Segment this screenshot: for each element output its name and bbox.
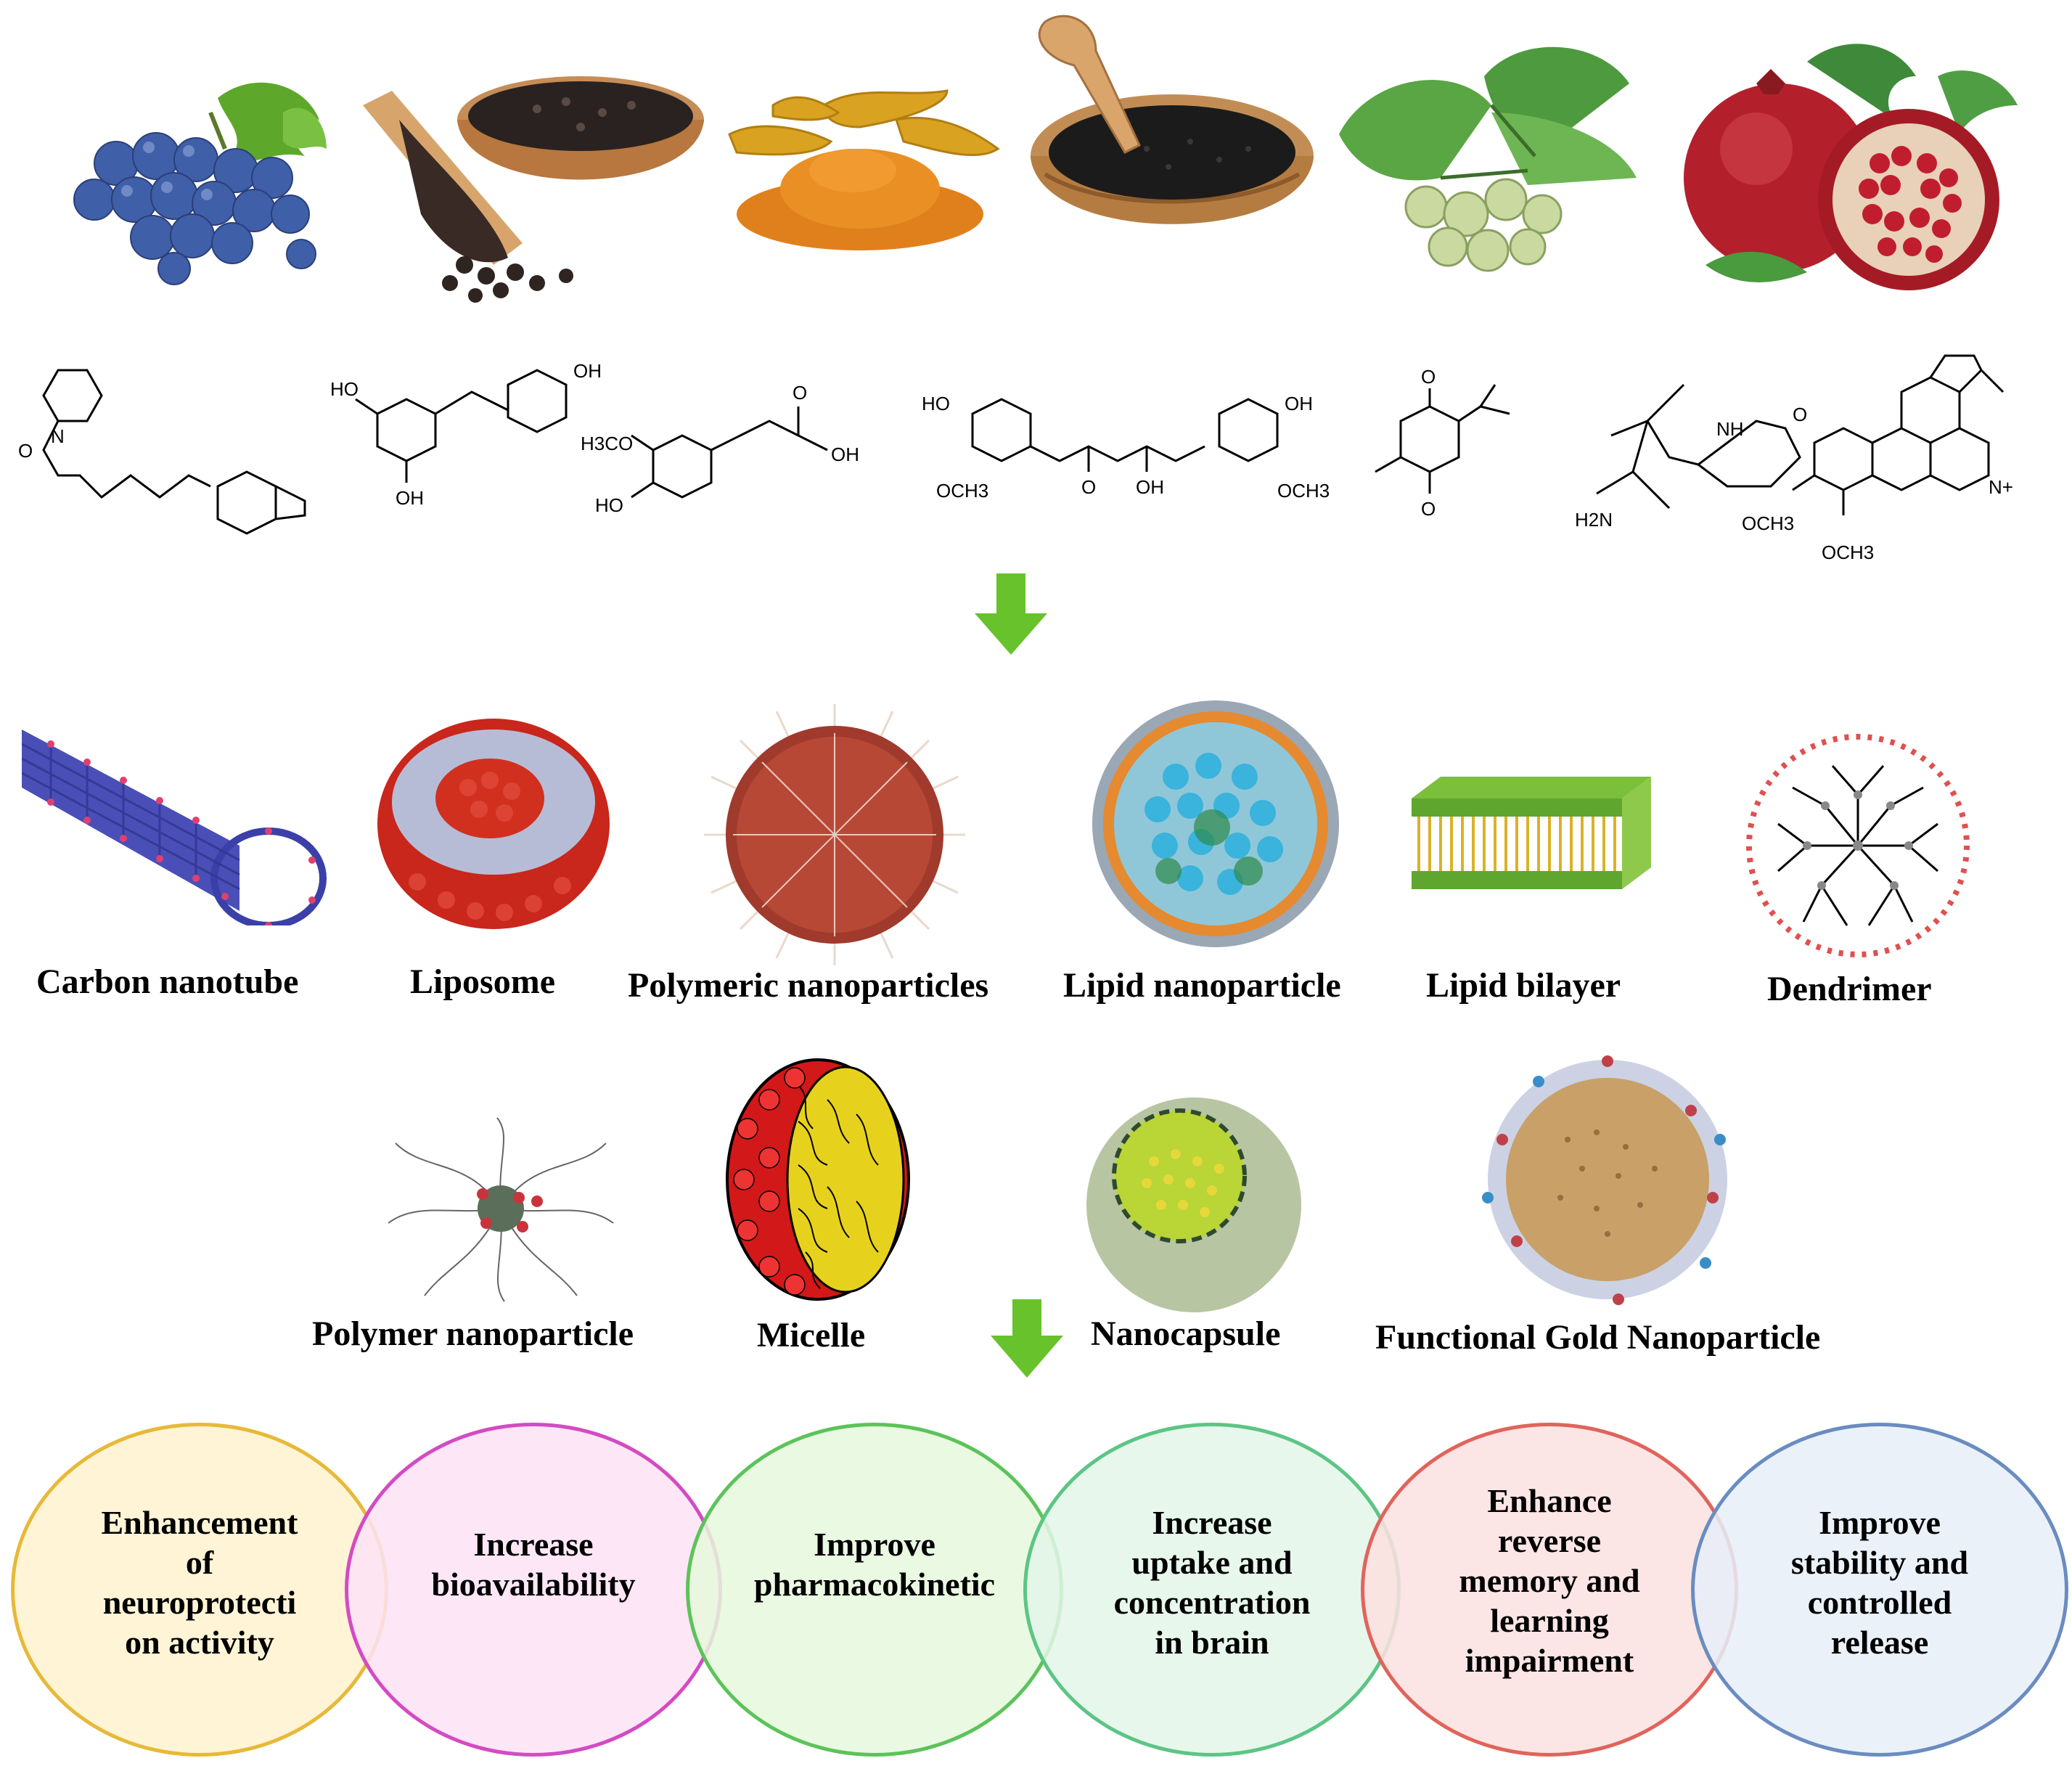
- black-pepper-image: [363, 76, 704, 303]
- liposome-image: [377, 719, 610, 929]
- curcumin-o-label: O: [1081, 476, 1096, 498]
- liposome-label: Liposome: [410, 962, 556, 1001]
- resveratrol-structure: [355, 369, 568, 483]
- piperine-structure: [42, 369, 306, 535]
- carbon-nanotube-image: [22, 729, 327, 925]
- huperzine-h2n-label: H2N: [1575, 509, 1613, 531]
- polymeric-nanoparticles-label: Polymeric nanoparticles: [628, 966, 989, 1005]
- curcumin-och3-right-label: OCH3: [1277, 480, 1330, 502]
- micelle-label: Micelle: [757, 1316, 866, 1354]
- outcome-circle-stability: [1691, 1423, 2068, 1757]
- polymeric-nanoparticles-image: [704, 704, 965, 965]
- lipid-nanoparticle-label: Lipid nanoparticle: [1063, 966, 1341, 1005]
- outcome-text-brain-uptake: Increase uptake and concentration in bra…: [1113, 1504, 1311, 1661]
- curcumin-oh-mid-label: OH: [1136, 476, 1164, 498]
- lipid-nanoparticle-image: [1092, 700, 1339, 947]
- outcome-circles: Enhancement of neuroprotecti on activity…: [0, 1408, 2072, 1774]
- outcome-text-memory: Enhance reverse memory and learning impa…: [1459, 1482, 1640, 1679]
- berberine-n-label: N+: [1989, 476, 2013, 498]
- curcumin-ho-label: HO: [922, 393, 950, 414]
- polymer-nanoparticle-image: [388, 1117, 614, 1302]
- functional-gold-nanoparticle-label: Functional Gold Nanoparticle: [1375, 1318, 1821, 1357]
- berberine-och3-b-label: OCH3: [1822, 541, 1874, 563]
- thymoquinone-o-top-label: O: [1421, 366, 1436, 388]
- down-arrow-icon: [975, 573, 1047, 655]
- lipid-bilayer-image: [1412, 777, 1651, 889]
- ferulic-o-label: O: [793, 382, 807, 404]
- functional-gold-nanoparticle-image: [1482, 1055, 1727, 1305]
- resveratrol-oh-label: OH: [573, 360, 602, 382]
- ginkgo-image: [1339, 46, 1637, 272]
- ferulic-oh-label: OH: [831, 444, 859, 465]
- outcome-circle-memory: [1361, 1423, 1738, 1757]
- black-seed-image: [1031, 15, 1314, 224]
- outcome-text-neuroprotection: Enhancement of neuroprotecti on activity: [101, 1504, 298, 1661]
- ferulic-acid-structure: [631, 406, 828, 499]
- huperzine-structure: [1596, 383, 1801, 510]
- molecule-structures: N O HO OH OH H3CO HO OH O HO OCH3 O OH O…: [18, 354, 2013, 563]
- piperine-o-label: O: [18, 440, 33, 462]
- grapes-image: [73, 82, 327, 285]
- curcumin-oh-right-label: OH: [1285, 393, 1313, 414]
- berberine-och3-a-label: OCH3: [1742, 512, 1794, 534]
- pomegranate-image: [1684, 44, 2018, 290]
- outcome-circle-bioavailability: [345, 1423, 722, 1757]
- huperzine-o-label: O: [1793, 404, 1807, 425]
- outcome-text-bioavailability: Increase bioavailability: [431, 1526, 636, 1603]
- piperine-n-label: N: [51, 425, 65, 447]
- dendrimer-image: [1746, 734, 1970, 957]
- huperzine-nh-label: NH: [1716, 418, 1744, 440]
- thymoquinone-structure: [1375, 384, 1510, 494]
- thymoquinone-o-bottom-label: O: [1421, 498, 1436, 520]
- outcome-text-pharmacokinetic: Improve pharmacokinetic: [753, 1526, 996, 1603]
- lipid-bilayer-label: Lipid bilayer: [1426, 966, 1621, 1005]
- outcome-circle-brain-uptake: [1023, 1423, 1401, 1757]
- down-arrow-icon: [991, 1299, 1063, 1378]
- outcome-circle-pharmacokinetic: [686, 1423, 1063, 1757]
- outcome-text-stability: Improve stability and controlled release: [1790, 1504, 1969, 1661]
- polymer-nanoparticle-label: Polymer nanoparticle: [312, 1315, 634, 1353]
- ferulic-ho-label: HO: [595, 494, 623, 516]
- nanocapsule-label: Nanocapsule: [1091, 1315, 1281, 1353]
- resveratrol-ho-label: HO: [330, 378, 359, 400]
- curcumin-och3-left-label: OCH3: [936, 480, 988, 502]
- micelle-image: [726, 1058, 910, 1301]
- carbon-nanotube-label: Carbon nanotube: [36, 962, 299, 1001]
- nanocapsule-image: [1086, 1097, 1301, 1312]
- curcumin-structure: [971, 398, 1279, 472]
- berberine-structure: [1792, 354, 2005, 515]
- ferulic-h3co-label: H3CO: [581, 433, 633, 454]
- resveratrol-oh2-label: OH: [396, 487, 424, 509]
- dendrimer-label: Dendrimer: [1767, 970, 1932, 1008]
- turmeric-image: [728, 89, 1000, 250]
